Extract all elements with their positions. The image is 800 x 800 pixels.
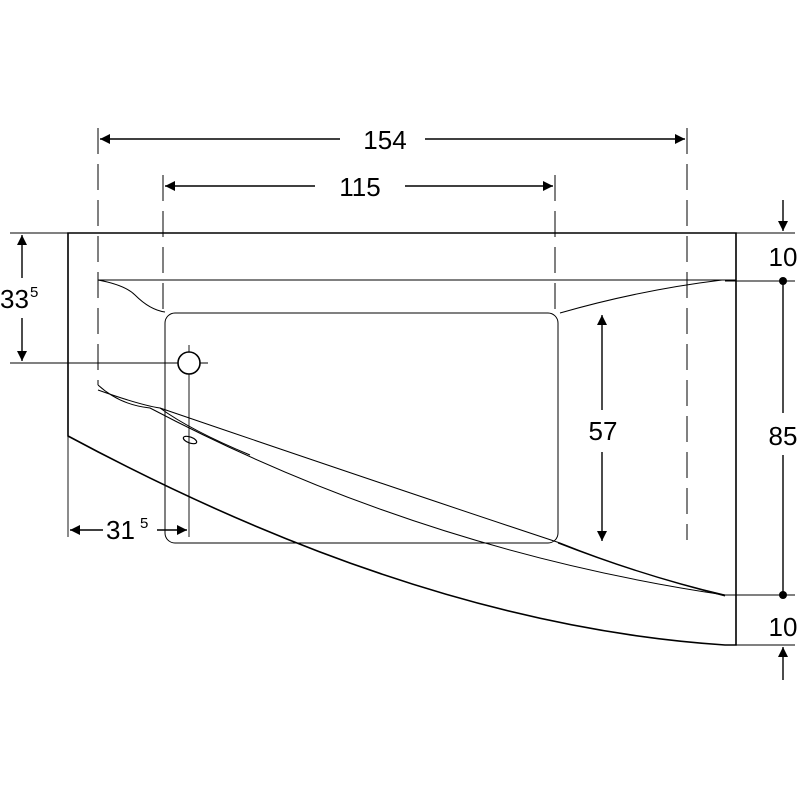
basin-floor bbox=[164, 312, 559, 544]
dimension-top-rim: 10 bbox=[769, 200, 798, 272]
dimension-overall-depth: 85 bbox=[769, 277, 798, 599]
tub-inner-curve-left bbox=[97, 279, 166, 313]
label-bottom-rim: 10 bbox=[769, 612, 798, 642]
tub-inner-curve-right bbox=[559, 279, 723, 314]
label-basin-depth: 57 bbox=[589, 416, 618, 446]
dimension-drain-horizontal: 31 5 bbox=[70, 515, 187, 545]
drain-icon bbox=[177, 351, 201, 375]
tub-rim-bottom-curve bbox=[97, 384, 736, 596]
label-overall-depth: 85 bbox=[769, 421, 798, 451]
dimension-bottom-rim: 10 bbox=[769, 612, 798, 680]
label-drain-vertical-main: 33 bbox=[0, 284, 29, 314]
overflow-icon bbox=[182, 435, 198, 445]
label-top-rim: 10 bbox=[769, 242, 798, 272]
label-basin-width: 115 bbox=[339, 172, 380, 202]
label-drain-horizontal-main: 31 bbox=[106, 515, 135, 545]
tub-outer-contour bbox=[67, 232, 737, 646]
dimension-basin-width: 115 bbox=[165, 172, 553, 202]
dot-rim-top bbox=[779, 277, 787, 285]
tub-outline bbox=[67, 232, 737, 646]
label-drain-vertical-fraction: 5 bbox=[30, 284, 38, 301]
dimension-overall-width: 154 bbox=[100, 125, 685, 155]
label-drain-horizontal: 31 bbox=[106, 515, 135, 545]
drain bbox=[177, 351, 201, 445]
tub-floor-fold bbox=[159, 407, 251, 456]
extension-lines bbox=[10, 128, 795, 646]
label-overall-width: 154 bbox=[363, 125, 406, 155]
label-drain-vertical: 33 bbox=[0, 284, 29, 314]
label-drain-horizontal-fraction: 5 bbox=[140, 515, 148, 532]
dimension-drain-vertical: 33 5 bbox=[0, 235, 38, 361]
dimension-basin-depth: 57 bbox=[589, 315, 618, 541]
tub-floor-edge bbox=[97, 389, 726, 596]
dot-rim-bottom bbox=[779, 591, 787, 599]
basin-right-chamfer-bottom bbox=[557, 542, 726, 597]
